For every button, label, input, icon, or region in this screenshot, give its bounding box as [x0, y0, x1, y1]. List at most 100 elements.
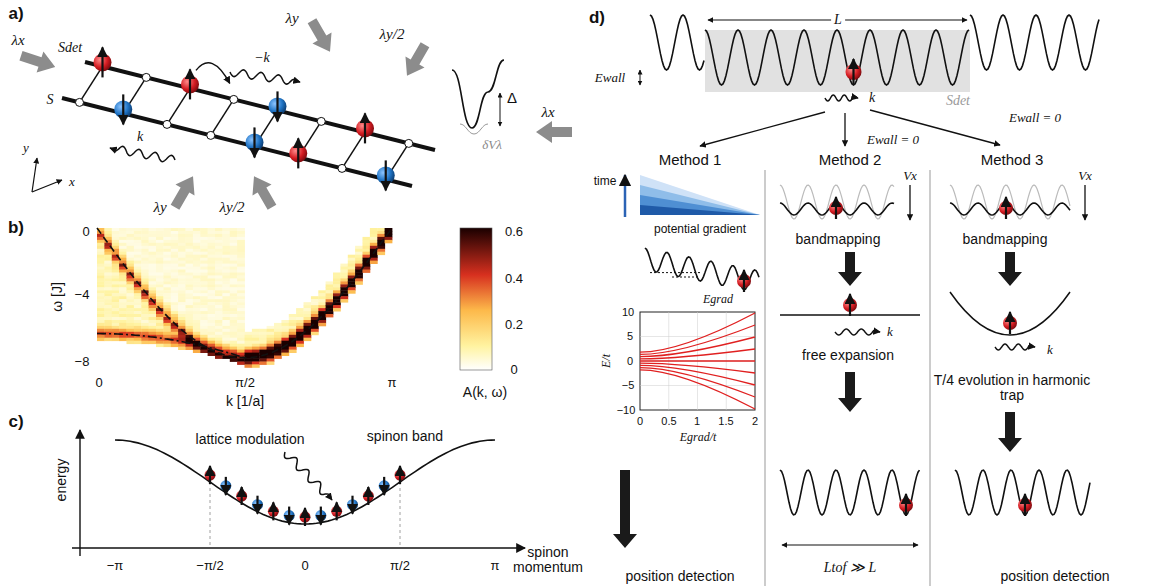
- spectral-cell: [267, 335, 275, 338]
- spectral-cell: [178, 228, 186, 231]
- figure-label: Method 1: [659, 152, 722, 169]
- spectral-cell: [134, 278, 142, 281]
- spectral-cell: [230, 273, 238, 276]
- spectral-cell: [230, 252, 238, 255]
- spectral-cell: [119, 317, 127, 320]
- spectral-cell: [163, 284, 171, 287]
- figure-label: L: [831, 12, 845, 27]
- spectral-cell: [348, 273, 356, 276]
- spectral-cell: [119, 308, 127, 311]
- spectral-cell: [237, 284, 245, 287]
- spectral-cell: [370, 261, 378, 264]
- spectral-cell: [193, 317, 201, 320]
- drawing-stroke: [230, 70, 300, 84]
- spectral-cell: [200, 290, 208, 293]
- spectral-cell: [171, 314, 179, 317]
- spectral-cell: [230, 338, 238, 341]
- spectral-cell: [171, 231, 179, 234]
- spectral-cell: [215, 252, 223, 255]
- spectral-cell: [112, 326, 120, 329]
- spectral-cell: [289, 347, 297, 350]
- figure-label: 0: [637, 415, 643, 427]
- spectral-cell: [141, 243, 149, 246]
- spectral-cell: [97, 323, 105, 326]
- spectral-cell: [112, 231, 120, 234]
- drawing-stroke: [835, 197, 837, 219]
- spectral-cell: [385, 240, 393, 243]
- figure-label: π/2: [390, 559, 410, 573]
- spectral-cell: [163, 302, 171, 305]
- spectral-cell: [186, 281, 194, 284]
- spectral-cell: [163, 234, 171, 237]
- spectral-cell: [149, 329, 157, 332]
- spectral-cell: [237, 290, 245, 293]
- spectral-cell: [311, 314, 319, 317]
- spectral-cell: [178, 317, 186, 320]
- spectral-cell: [127, 308, 135, 311]
- drawing-stroke: [338, 164, 346, 172]
- spectral-cell: [134, 243, 142, 246]
- figure-label: 0.5: [661, 415, 676, 427]
- spectral-cell: [222, 273, 230, 276]
- spectral-cell: [237, 332, 245, 335]
- spectral-cell: [267, 356, 275, 359]
- spectral-cell: [163, 228, 171, 231]
- spectral-cell: [163, 243, 171, 246]
- spectral-cell: [200, 314, 208, 317]
- spectral-cell: [112, 338, 120, 341]
- spectral-cell: [222, 326, 230, 329]
- figure-label: −π: [107, 559, 124, 573]
- spectral-cell: [363, 246, 371, 249]
- spectral-cell: [237, 270, 245, 273]
- spectral-cell: [215, 311, 223, 314]
- spectral-cell: [370, 240, 378, 243]
- spectral-cell: [112, 240, 120, 243]
- spectral-cell: [134, 258, 142, 261]
- spectral-cell: [119, 276, 127, 279]
- spectral-cell: [134, 249, 142, 252]
- figure-label: 0: [510, 363, 517, 377]
- spectral-cell: [156, 228, 164, 231]
- spectral-cell: [141, 252, 149, 255]
- spectral-cell: [104, 252, 112, 255]
- spectral-cell: [127, 258, 135, 261]
- spectral-cell: [274, 335, 282, 338]
- spectral-cell: [230, 332, 238, 335]
- spectral-cell: [127, 278, 135, 281]
- spectral-cell: [186, 314, 194, 317]
- spectral-cell: [230, 308, 238, 311]
- drawing-stroke: [640, 361, 755, 362]
- spectral-cell: [237, 237, 245, 240]
- spectral-cell: [274, 332, 282, 335]
- spectral-cell: [104, 278, 112, 281]
- spectral-cell: [112, 234, 120, 237]
- spectral-cell: [193, 246, 201, 249]
- figure-label: −10: [617, 404, 636, 416]
- spectral-cell: [171, 329, 179, 332]
- spectral-cell: [222, 276, 230, 279]
- spectral-cell: [163, 261, 171, 264]
- spectral-cell: [134, 246, 142, 249]
- spectral-cell: [311, 311, 319, 314]
- spectral-cell: [252, 338, 260, 341]
- spectral-cell: [340, 281, 348, 284]
- spectral-cell: [178, 320, 186, 323]
- figure-label: k: [1047, 343, 1053, 357]
- spectral-cell: [119, 240, 127, 243]
- spectral-cell: [222, 341, 230, 344]
- drawing-stroke: [256, 496, 258, 514]
- spectral-cell: [186, 317, 194, 320]
- spectral-cell: [355, 255, 363, 258]
- spectral-cell: [200, 243, 208, 246]
- spectral-cell: [230, 264, 238, 267]
- spectral-cell: [237, 261, 245, 264]
- spectral-cell: [141, 308, 149, 311]
- figure-label: a): [8, 5, 23, 24]
- spectral-cell: [127, 341, 135, 344]
- spectral-cell: [370, 237, 378, 240]
- spectral-cell: [171, 243, 179, 246]
- spectral-cell: [171, 305, 179, 308]
- spectral-cell: [134, 276, 142, 279]
- drawing-stroke: [640, 385, 755, 386]
- spectral-cell: [208, 311, 216, 314]
